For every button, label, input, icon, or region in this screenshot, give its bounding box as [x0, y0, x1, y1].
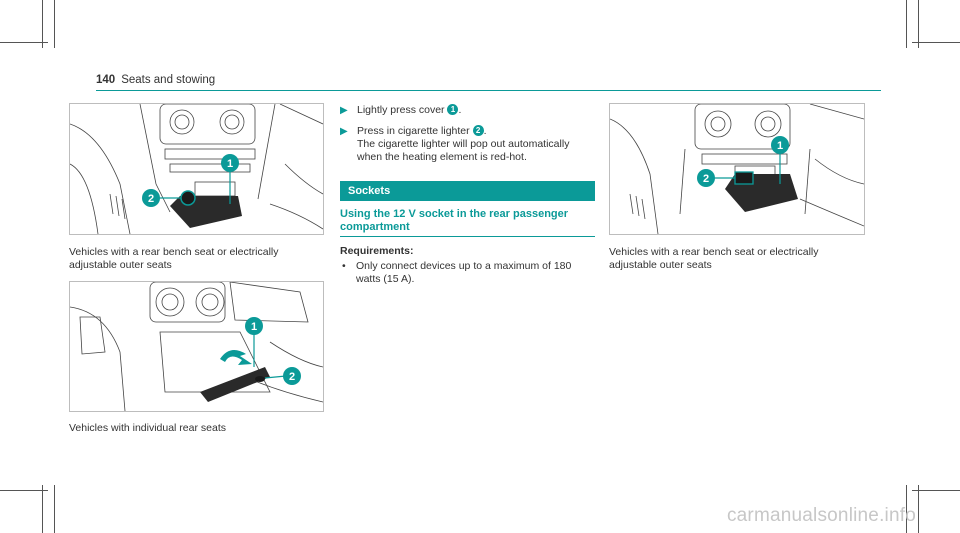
crop-mark [42, 485, 43, 533]
step-arrow-icon: ▶ [340, 126, 348, 137]
callout-1-badge: 1 [447, 104, 459, 115]
requirement-text: Only connect devices up to a maximum of … [356, 260, 572, 285]
figure-caption: Vehicles with a rear bench seat or elect… [69, 246, 279, 271]
step-result-text: The cigarette lighter will pop out autom… [357, 138, 570, 163]
crop-mark [0, 42, 48, 43]
step-text: Press in cigarette lighter [357, 125, 470, 137]
figure-bench-seat-left: 1 2 [69, 103, 324, 235]
crop-mark [906, 485, 907, 533]
callout-1-label: 1 [227, 158, 233, 170]
callout-1 [245, 317, 263, 335]
requirement-item: • Only connect devices up to a maximum o… [340, 260, 586, 286]
step-press-lighter: ▶ Press in cigarette lighter 2. The ciga… [340, 125, 590, 164]
section-title: Seats and stowing [121, 74, 216, 86]
crop-mark [912, 42, 960, 43]
figure-individual-seats: 1 2 [69, 281, 324, 412]
crop-mark [918, 0, 919, 48]
requirements-label: Requirements: [340, 245, 414, 257]
callout-1 [221, 154, 239, 172]
bullet-icon: • [342, 260, 346, 272]
subheading-rule [340, 236, 595, 237]
header-rule [96, 90, 881, 91]
callout-2-label: 2 [289, 371, 295, 383]
figure-caption: Vehicles with a rear bench seat or elect… [609, 246, 819, 271]
step-press-cover: ▶ Lightly press cover 1. [340, 104, 590, 117]
callout-2-label: 2 [703, 173, 709, 185]
step-punct: . [483, 125, 487, 137]
callout-1-label: 1 [777, 140, 783, 152]
crop-mark [0, 490, 48, 491]
crop-mark [54, 0, 55, 48]
crop-mark [912, 490, 960, 491]
step-text: Lightly press cover [357, 104, 445, 116]
crop-mark [918, 485, 919, 533]
crop-mark [54, 485, 55, 533]
callout-2 [697, 169, 715, 187]
crop-mark [42, 0, 43, 48]
step-arrow-icon: ▶ [340, 105, 348, 116]
page-number: 140 [96, 74, 116, 86]
callout-2-label: 2 [148, 193, 154, 205]
figure-bench-seat-right: 1 2 [609, 103, 865, 235]
page-header: 140 Seats and stowing [96, 74, 215, 86]
console-illustration: 1 2 [70, 282, 323, 411]
callout-2-badge: 2 [472, 125, 484, 136]
console-illustration: 1 2 [610, 104, 864, 234]
subheading-12v-socket: Using the 12 V socket in the rear passen… [340, 208, 569, 233]
callout-2 [283, 367, 301, 385]
callout-1-label: 1 [251, 321, 257, 333]
console-illustration: 1 2 [70, 104, 323, 234]
section-heading-sockets: Sockets [340, 181, 595, 201]
callout-1 [771, 136, 789, 154]
watermark: carmanualsonline.info [726, 505, 916, 526]
figure-caption: Vehicles with individual rear seats [69, 422, 226, 434]
crop-mark [906, 0, 907, 48]
step-punct: . [458, 104, 462, 116]
callout-2 [142, 189, 160, 207]
